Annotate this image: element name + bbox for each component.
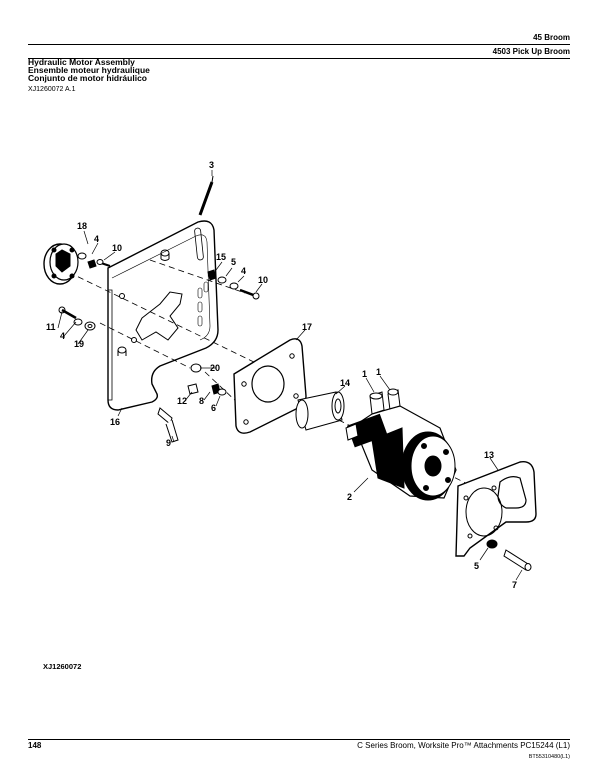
hardware-left-top [77, 252, 111, 269]
section-title-en: Hydraulic Motor Assembly [28, 57, 135, 67]
footer-rule [28, 739, 570, 740]
callout-label: 11 [46, 322, 56, 332]
header-rule-top [28, 44, 570, 45]
callout-label: 10 [258, 275, 268, 285]
callout-numbers: 3 18 4 10 15 5 4 10 17 11 4 19 20 14 1 1… [46, 160, 517, 590]
section-title-fr: Ensemble moteur hydraulique [28, 65, 150, 75]
callout-label: 16 [110, 417, 120, 427]
bearing-flange [43, 243, 79, 285]
page-number: 148 [28, 741, 42, 750]
callout-label: 14 [340, 378, 350, 388]
callout-label: 1 [376, 367, 381, 377]
callout-label: 7 [512, 580, 517, 590]
hardware-center [187, 363, 227, 396]
callout-label: 1 [362, 369, 367, 379]
callout-label: 12 [177, 396, 187, 406]
callout-label: 19 [74, 339, 84, 349]
callout-label: 10 [112, 243, 122, 253]
callout-label: 8 [199, 396, 204, 406]
callout-label: 3 [209, 160, 214, 170]
footer-code: BT55310480(L1) [528, 754, 570, 760]
callout-label: 2 [347, 492, 352, 502]
hardware-left-bottom [58, 306, 96, 331]
callout-label: 18 [77, 221, 87, 231]
callout-label: 5 [231, 257, 236, 267]
callout-label: 13 [484, 450, 494, 460]
bracket-hardware [486, 539, 532, 571]
header-subtitle: 4503 Pick Up Broom [492, 47, 570, 56]
callout-label: 9 [166, 438, 171, 448]
gasket-plate [233, 338, 307, 434]
callout-label: 4 [94, 234, 99, 244]
callout-label: 4 [60, 331, 65, 341]
mounting-plate [107, 220, 219, 411]
callout-label: 20 [210, 363, 220, 373]
callout-label: 4 [241, 266, 246, 276]
leader-lines [57, 170, 523, 581]
hydraulic-motor [345, 405, 457, 501]
footer-doc-title: C Series Broom, Worksite Pro™ Attachment… [357, 741, 570, 750]
callout-label: 5 [474, 561, 479, 571]
plate-cutout [135, 291, 183, 341]
elbow-fitting [157, 407, 179, 443]
header-model: 45 Broom [533, 33, 570, 42]
section-ref-code: XJ1260072 A.1 [28, 86, 76, 93]
callout-label: 15 [216, 252, 226, 262]
motor-bracket [455, 461, 537, 557]
port-fittings [369, 388, 401, 415]
callout-label: 6 [211, 403, 216, 413]
hardware-right-top [207, 269, 260, 300]
header-rule-bottom [28, 58, 570, 59]
section-title-es: Conjunto de motor hidráulico [28, 73, 147, 83]
shaft-coupler [295, 391, 345, 431]
callout-label: 17 [302, 322, 312, 332]
drawing-id: XJ1260072 [43, 662, 82, 671]
